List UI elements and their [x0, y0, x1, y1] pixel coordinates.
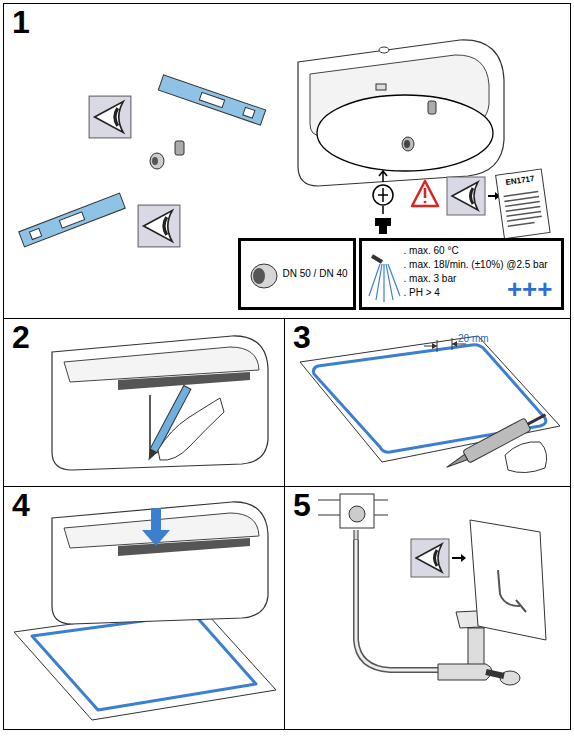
- valve-symbol: [373, 185, 393, 205]
- step-number: 5: [293, 487, 311, 524]
- step-panel: 4: [3, 486, 285, 730]
- pointer-arrow: [488, 195, 496, 197]
- spirit-level: [158, 75, 265, 125]
- standard-document: [496, 169, 550, 239]
- bathtub: [298, 40, 504, 186]
- flow-arrow: [382, 206, 384, 214]
- quality-mark: +++: [507, 275, 553, 305]
- caulk-gun: [443, 409, 548, 474]
- pipe-size-text: DN 50 / DN 40: [283, 268, 348, 280]
- step-panel: 1 DN 50 / DN 40 . max. 60 °C . max. 18l/min…: [3, 3, 571, 319]
- level-vial: [29, 228, 41, 239]
- overflow-plate: [340, 494, 374, 528]
- pipe-size-box: DN 50 / DN 40: [238, 238, 356, 310]
- pipe-connector: [354, 530, 358, 540]
- pipe-fitting: [175, 141, 184, 155]
- detail-lens: [317, 95, 493, 171]
- step-number: 3: [293, 319, 311, 356]
- floor-template: [14, 606, 276, 720]
- pointer-arrow: [452, 557, 462, 559]
- spirit-level: [19, 193, 126, 247]
- instruction-leaflet: [470, 520, 546, 640]
- caulk-nozzle: [445, 454, 467, 470]
- level-vial: [243, 107, 255, 118]
- eye-icon: [411, 539, 449, 577]
- eye-icon: [89, 96, 131, 138]
- overflow-hole: [379, 47, 389, 53]
- step-panel: 3: [284, 318, 571, 487]
- bathtub: [52, 336, 268, 470]
- spec-line: . max. 60 °C: [404, 245, 459, 257]
- pipe-icon: [253, 268, 265, 284]
- step-panel: 2: [3, 318, 285, 487]
- dimension-label: 20 mm: [458, 333, 489, 345]
- eye-icon: [447, 177, 485, 215]
- tap-symbol: [375, 218, 391, 234]
- overflow-outlet: [349, 506, 365, 522]
- step-number: 4: [12, 487, 30, 524]
- floor-template: [300, 336, 560, 462]
- level-body: [19, 193, 126, 247]
- shower-head: [372, 256, 382, 262]
- warning-triangle: [424, 188, 427, 203]
- spec-line: . PH > 4: [404, 287, 440, 299]
- pencil-tip: [145, 449, 157, 462]
- water-spec-box: . max. 60 °C . max. 18l/min. (±10%) @2.5 …: [359, 238, 564, 310]
- tub-back: [118, 538, 250, 556]
- pipe-fitting: [152, 157, 158, 165]
- document-sheet: [496, 169, 550, 239]
- pipe-icon: [251, 264, 277, 288]
- pipe-fitting: [404, 140, 410, 148]
- level-body: [158, 75, 265, 125]
- caulk-rod: [528, 415, 546, 424]
- dimension-arrow: [432, 341, 457, 349]
- valve-symbol: [378, 188, 388, 202]
- standard-label: EN1717: [505, 174, 535, 187]
- warning-triangle: [412, 181, 438, 206]
- eye-icon: [138, 205, 180, 247]
- step-panel: 5: [284, 486, 571, 730]
- step-number: 2: [12, 319, 30, 356]
- level-vial: [59, 212, 84, 228]
- siphon-trap: [438, 664, 492, 680]
- level-vial: [199, 92, 224, 107]
- siphon-outlet: [486, 672, 504, 676]
- hand: [158, 398, 224, 460]
- leaflet-sketch: [498, 570, 526, 612]
- flow-arrow: [379, 171, 387, 182]
- pipe-fitting: [428, 101, 436, 114]
- sealant-bead: [32, 614, 256, 710]
- hand: [505, 442, 547, 473]
- spec-line: . max. 3 bar: [404, 273, 457, 285]
- pipe-fitting: [402, 137, 414, 151]
- spec-line: . max. 18l/min. (±10%) @2.5 bar: [404, 259, 548, 271]
- bathtub: [52, 502, 268, 624]
- pipe-fitting: [150, 153, 164, 169]
- shower-icon: [369, 256, 400, 302]
- down-arrow: [142, 508, 170, 546]
- pointer-arrow: [461, 554, 466, 562]
- drain: [376, 84, 386, 90]
- water-spray: [369, 264, 400, 302]
- document-lines: [504, 192, 543, 227]
- drain-body: [468, 628, 484, 668]
- step-number: 1: [12, 4, 30, 41]
